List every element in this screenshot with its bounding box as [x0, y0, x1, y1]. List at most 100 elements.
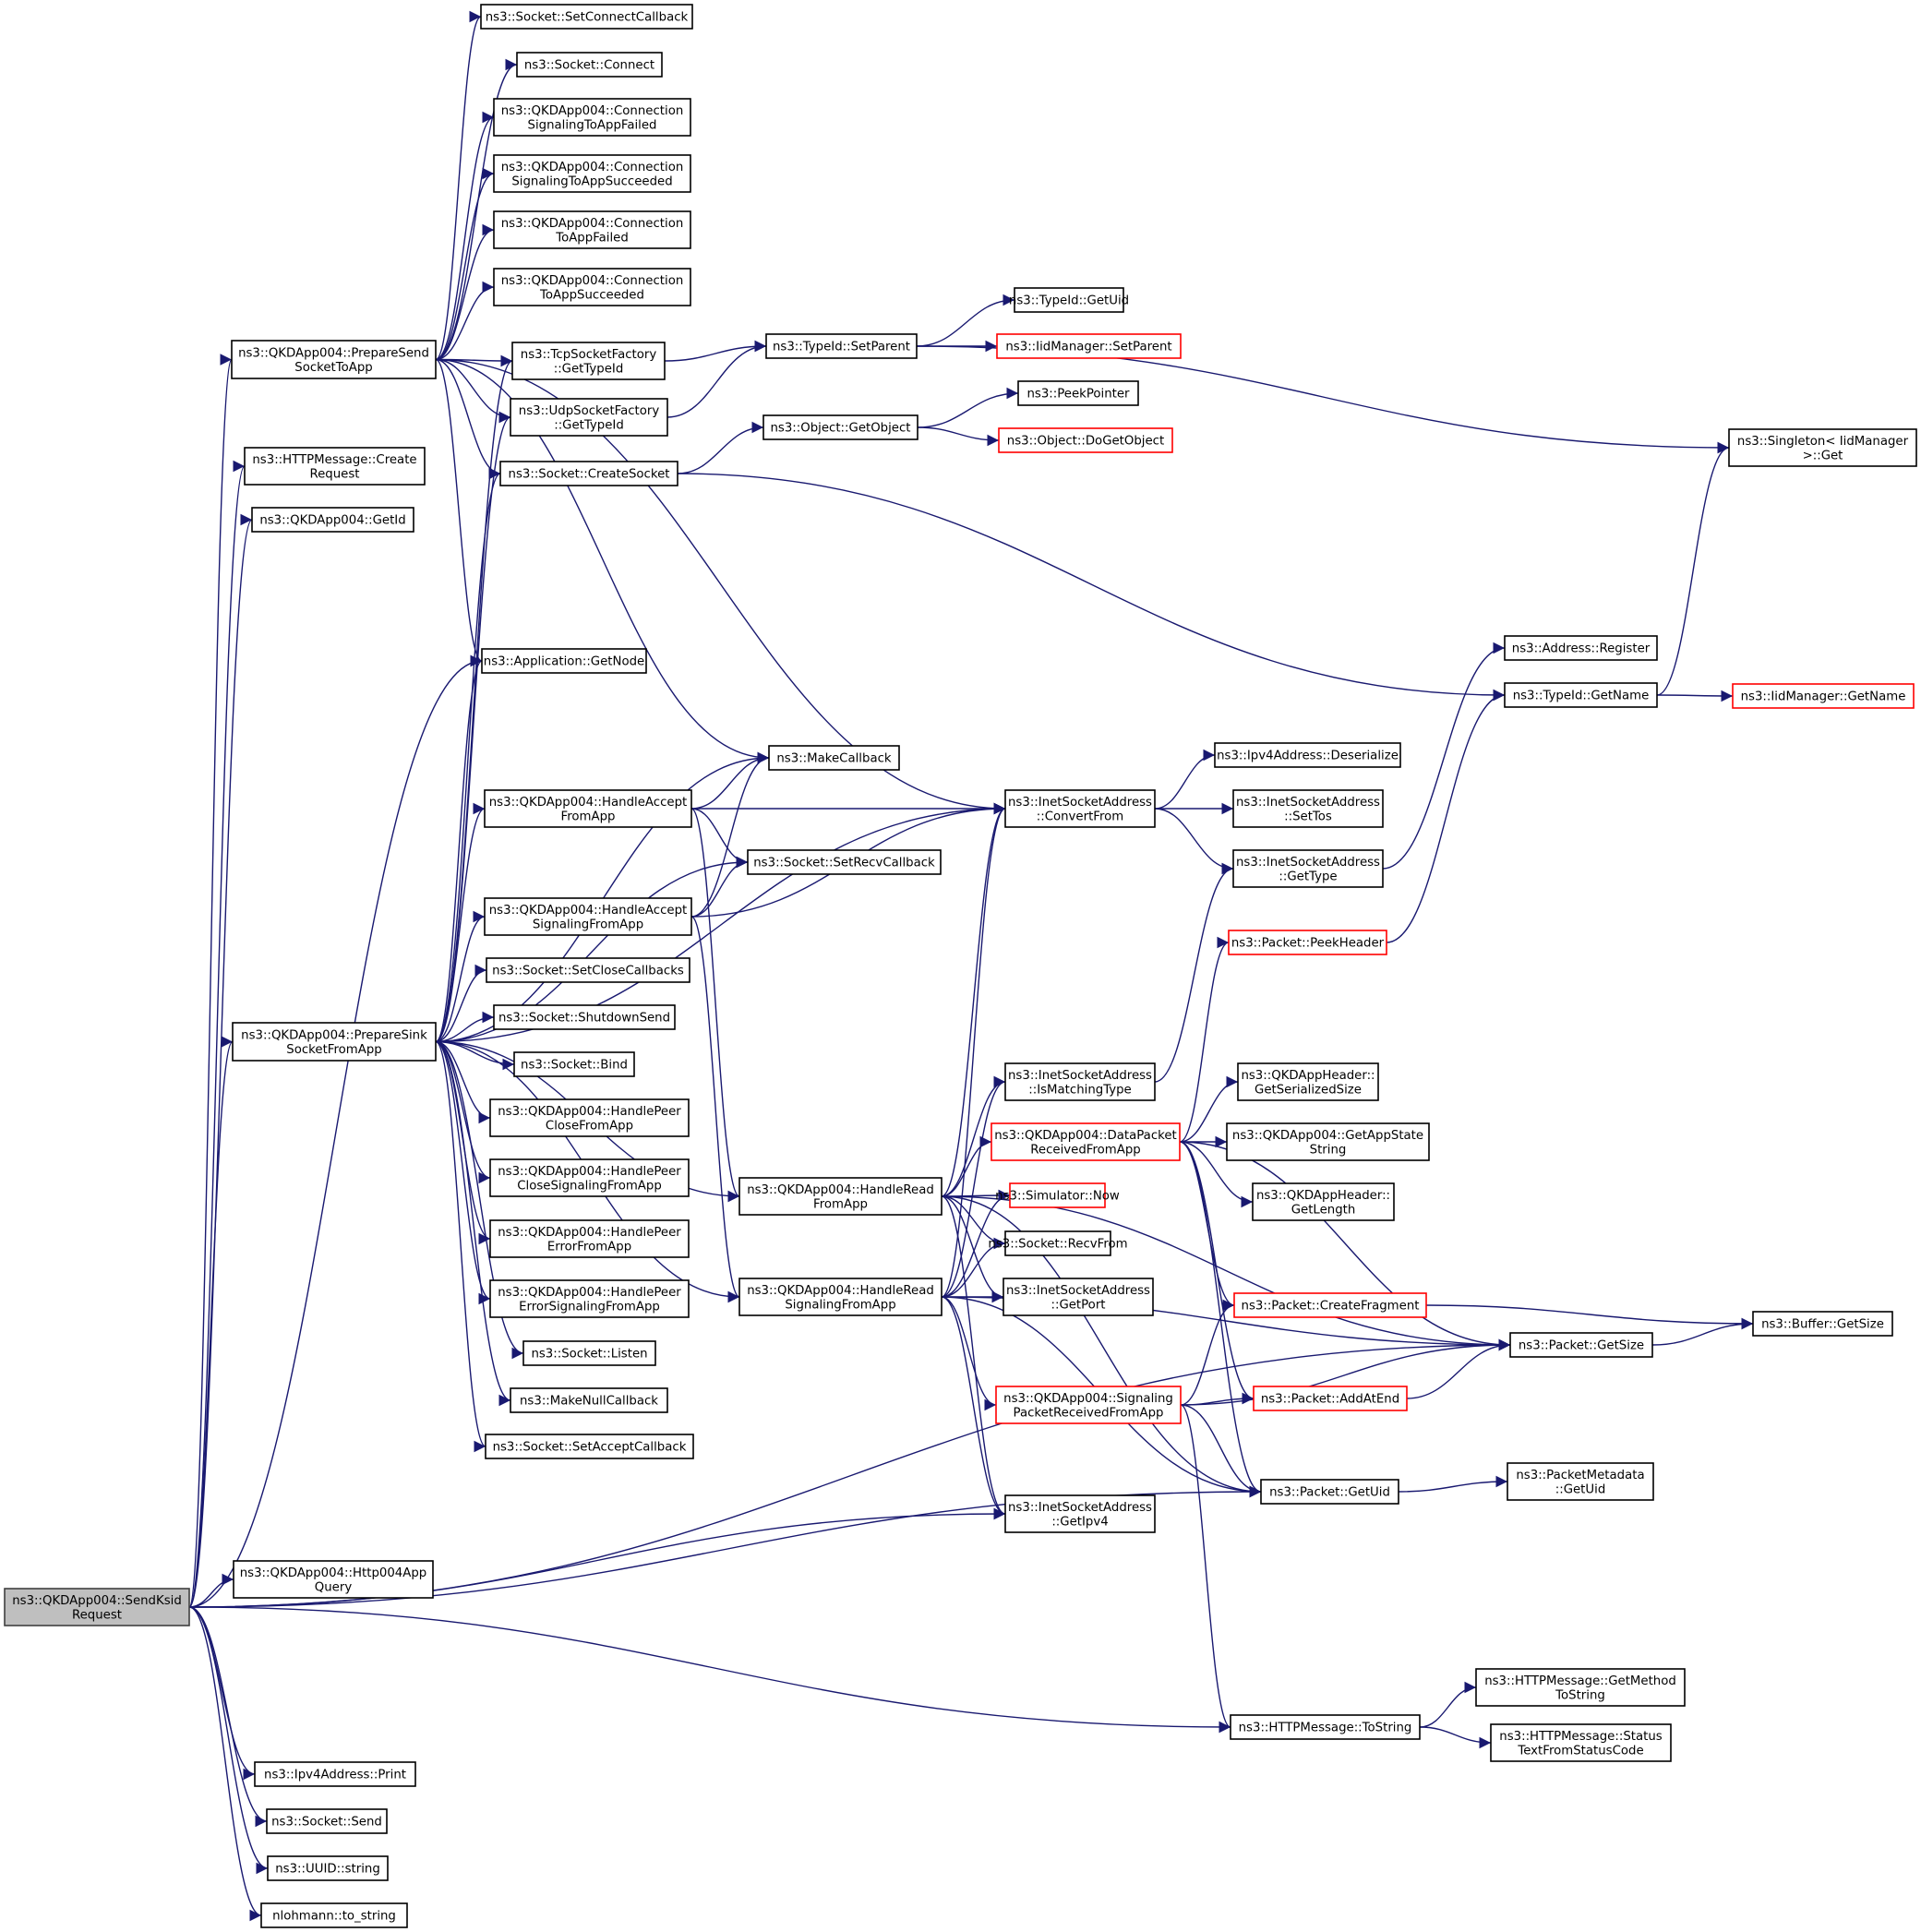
node-ns3-qkdapp004-handlepeerclosesignalingfromapp[interactable]: ns3::QKDApp004::HandlePeerCloseSignaling…	[489, 1158, 690, 1197]
node-box[interactable]	[1752, 1311, 1893, 1337]
node-box[interactable]	[1260, 1479, 1399, 1505]
node-ns3-packet-createfragment[interactable]: ns3::Packet::CreateFragment	[1233, 1292, 1427, 1318]
node-ns3-socket-bind[interactable]: ns3::Socket::Bind	[513, 1051, 635, 1077]
node-box[interactable]	[1253, 1386, 1408, 1411]
node-ns3-qkdapp004-handlereadsignalingfromapp[interactable]: ns3::QKDApp004::HandleReadSignalingFromA…	[738, 1278, 942, 1316]
node-ns3-qkdappheader-getlength[interactable]: ns3::QKDAppHeader::GetLength	[1252, 1182, 1395, 1221]
node-box[interactable]	[747, 849, 942, 875]
node-ns3-application-getnode[interactable]: ns3::Application::GetNode	[481, 648, 647, 674]
node-ns3-udpsocketfactory-gettypeid[interactable]: ns3::UdpSocketFactory::GetTypeId	[510, 398, 668, 437]
node-box[interactable]	[233, 1560, 434, 1599]
node-box[interactable]	[489, 1219, 690, 1258]
node-ns3-typeid-getuid[interactable]: ns3::TypeId::GetUid	[1009, 287, 1129, 313]
node-ns3-typeid-getname[interactable]: ns3::TypeId::GetName	[1504, 682, 1658, 708]
node-box[interactable]	[995, 1386, 1182, 1424]
node-box[interactable]	[1004, 1062, 1156, 1101]
node-ns3-packetmetadata-getuid[interactable]: ns3::PacketMetadata::GetUid	[1507, 1462, 1654, 1501]
node-ns3-socket-setconnectcallback[interactable]: ns3::Socket::SetConnectCallback	[480, 4, 693, 30]
node-box[interactable]	[1237, 1062, 1379, 1101]
node-box[interactable]	[1004, 1494, 1156, 1533]
node-ns3-qkdapp004-handleacceptsignalingfromapp[interactable]: ns3::QKDApp004::HandleAcceptSignalingFro…	[484, 897, 692, 936]
node-box[interactable]	[1017, 380, 1139, 406]
node-ns3-qkdapp004-connectionsignalingtoappfailed[interactable]: ns3::QKDApp004::ConnectionSignalingToApp…	[493, 98, 691, 137]
node-ns3-typeid-setparent[interactable]: ns3::TypeId::SetParent	[765, 333, 918, 359]
node-box[interactable]	[1475, 1668, 1686, 1707]
node-box[interactable]	[762, 414, 918, 440]
node-ns3-ipv4address-print[interactable]: ns3::Ipv4Address::Print	[254, 1761, 416, 1787]
node-ns3-qkdapp004-datapacketreceivedfromapp[interactable]: ns3::QKDApp004::DataPacketReceivedFromAp…	[991, 1122, 1181, 1161]
node-ns3-ipv4address-deserialize[interactable]: ns3::Ipv4Address::Deserialize	[1214, 742, 1401, 768]
node-box[interactable]	[996, 333, 1182, 359]
node-ns3-inetsocketaddress-settos[interactable]: ns3::InetSocketAddress::SetTos	[1232, 789, 1384, 828]
node-ns3-packet-addatend[interactable]: ns3::Packet::AddAtEnd	[1253, 1386, 1408, 1411]
node-box[interactable]	[485, 1434, 694, 1459]
node-box[interactable]	[484, 897, 692, 936]
node-box[interactable]	[481, 648, 647, 674]
node-box[interactable]	[493, 154, 691, 193]
node-ns3-address-register[interactable]: ns3::Address::Register	[1504, 635, 1658, 661]
node-box[interactable]	[231, 340, 437, 379]
node-ns3-tcpsocketfactory-gettypeid[interactable]: ns3::TcpSocketFactory::GetTypeId	[511, 342, 666, 380]
node-box[interactable]	[998, 427, 1173, 453]
node-ns3-inetsocketaddress-ismatchingtype[interactable]: ns3::InetSocketAddress::IsMatchingType	[1004, 1062, 1156, 1101]
node-ns3-httpmessage-tostring[interactable]: ns3::HTTPMessage::ToString	[1230, 1714, 1421, 1740]
node-box[interactable]	[1004, 1230, 1111, 1256]
node-box[interactable]	[251, 507, 414, 533]
node-box[interactable]	[232, 1022, 437, 1062]
node-ns3-qkdapp004-signalingpacketreceivedfromapp[interactable]: ns3::QKDApp004::SignalingPacketReceivedF…	[995, 1386, 1182, 1424]
node-ns3-socket-createsocket[interactable]: ns3::Socket::CreateSocket	[499, 461, 678, 486]
node-box[interactable]	[254, 1761, 416, 1787]
node-box[interactable]	[511, 342, 666, 380]
node-ns3-socket-listen[interactable]: ns3::Socket::Listen	[522, 1340, 656, 1366]
node-box[interactable]	[1252, 1182, 1395, 1221]
node-box[interactable]	[493, 268, 691, 306]
node-ns3-makecallback[interactable]: ns3::MakeCallback	[768, 745, 900, 771]
node-box[interactable]	[1509, 1332, 1653, 1358]
node-ns3-singleton-iidmanager-get[interactable]: ns3::Singleton< IidManager>::Get	[1728, 428, 1917, 467]
node-ns3-socket-recvfrom[interactable]: ns3::Socket::RecvFrom	[988, 1230, 1128, 1256]
node-ns3-inetsocketaddress-convertfrom[interactable]: ns3::InetSocketAddress::ConvertFrom	[1004, 789, 1156, 828]
node-box[interactable]	[1728, 428, 1917, 467]
node-box[interactable]	[991, 1122, 1181, 1161]
node-box[interactable]	[1014, 287, 1124, 313]
node-box[interactable]	[260, 1902, 408, 1928]
node-ns3-qkdapp004-getid[interactable]: ns3::QKDApp004::GetId	[251, 507, 414, 533]
node-box[interactable]	[1232, 789, 1384, 828]
node-box[interactable]	[1233, 1292, 1427, 1318]
node-ns3-packet-peekheader[interactable]: ns3::Packet::PeekHeader	[1228, 930, 1387, 955]
node-box[interactable]	[516, 52, 663, 78]
node-ns3-makenullcallback[interactable]: ns3::MakeNullCallback	[510, 1387, 668, 1413]
node-ns3-simulator-now[interactable]: ns3::Simulator::Now	[995, 1182, 1120, 1208]
node-box[interactable]	[4, 1588, 190, 1626]
node-box[interactable]	[1230, 1714, 1421, 1740]
node-ns3-object-dogetobject[interactable]: ns3::Object::DoGetObject	[998, 427, 1173, 453]
node-box[interactable]	[1504, 682, 1658, 708]
node-box[interactable]	[1232, 849, 1384, 888]
node-ns3-qkdapp004-connectionsignalingtoappsucceeded[interactable]: ns3::QKDApp004::ConnectionSignalingToApp…	[493, 154, 691, 193]
node-box[interactable]	[1003, 1278, 1154, 1316]
node-box[interactable]	[489, 1098, 690, 1137]
node-box[interactable]	[738, 1177, 942, 1216]
node-ns3-socket-connect[interactable]: ns3::Socket::Connect	[516, 52, 663, 78]
node-ns3-inetsocketaddress-gettype[interactable]: ns3::InetSocketAddress::GetType	[1232, 849, 1384, 888]
node-box[interactable]	[765, 333, 918, 359]
node-box[interactable]	[1504, 635, 1658, 661]
node-nlohmann-to-string[interactable]: nlohmann::to_string	[260, 1902, 408, 1928]
node-box[interactable]	[1214, 742, 1401, 768]
node-ns3-buffer-getsize[interactable]: ns3::Buffer::GetSize	[1752, 1311, 1893, 1337]
node-box[interactable]	[493, 210, 691, 249]
node-box[interactable]	[738, 1278, 942, 1316]
node-box[interactable]	[1732, 683, 1915, 709]
node-ns3-iidmanager-setparent[interactable]: ns3::IidManager::SetParent	[996, 333, 1182, 359]
node-ns3-qkdappheader-getserializedsize[interactable]: ns3::QKDAppHeader::GetSerializedSize	[1237, 1062, 1379, 1101]
node-box[interactable]	[493, 1004, 676, 1030]
node-ns3-socket-setclosecallbacks[interactable]: ns3::Socket::SetCloseCallbacks	[486, 957, 690, 983]
